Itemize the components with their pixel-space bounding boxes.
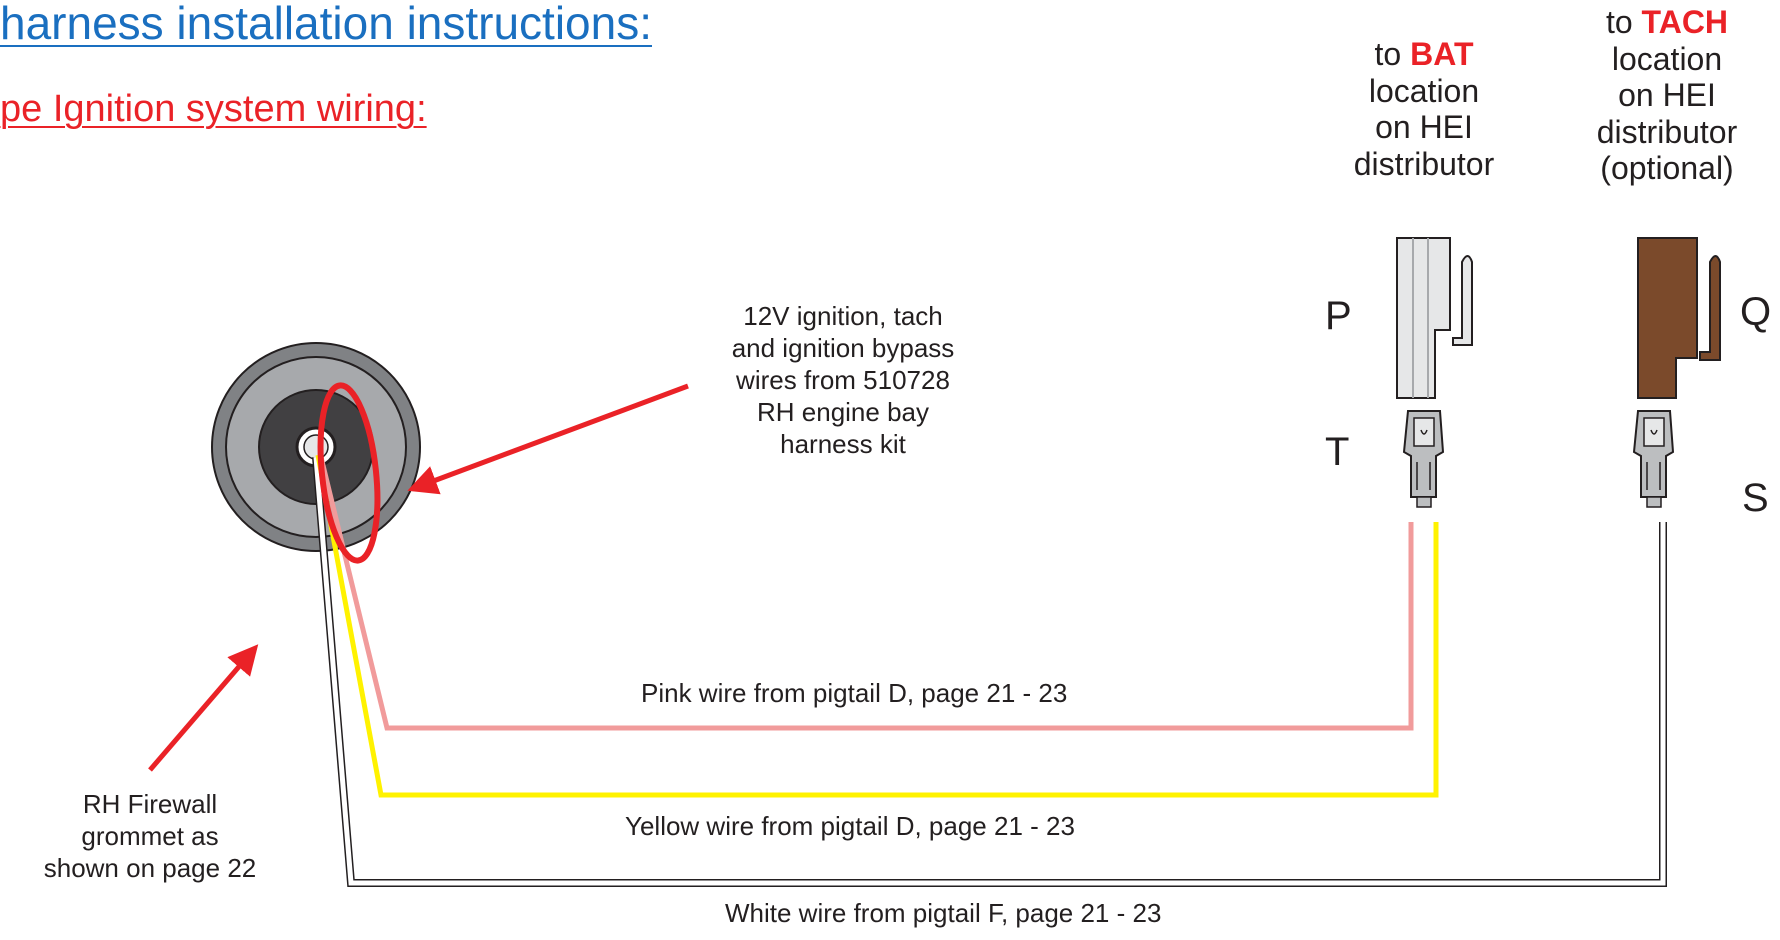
dest-prefix: to [1605, 4, 1642, 40]
dest-line: location [1611, 40, 1723, 77]
wire-highlight-ellipse [317, 382, 381, 564]
section-subtitle: pe Ignition system wiring: [0, 88, 427, 130]
tach-connector [1637, 237, 1721, 399]
white-wire [312, 456, 1667, 887]
white-wire-label: White wire from pigtail F, page 21 - 23 [725, 898, 1162, 928]
callout-line: RH Firewall [82, 789, 218, 819]
page-title: harness installation instructions: [0, 0, 652, 49]
yellow-wire [315, 454, 1439, 798]
firewall-grommet [211, 342, 421, 552]
harness-wires-callout: 12V ignition, tach and ignition bypass w… [713, 300, 973, 460]
callout-line: shown on page 22 [43, 853, 257, 883]
dest-line: distributor [1353, 145, 1495, 182]
grommet-arrow [148, 644, 259, 772]
t-terminal [1402, 410, 1445, 508]
callout-line: and ignition bypass [731, 333, 955, 363]
yellow-wire-label: Yellow wire from pigtail D, page 21 - 23 [625, 811, 1075, 841]
connector-letter-q: Q [1740, 290, 1772, 334]
bat-highlight: BAT [1410, 36, 1474, 72]
harness-arrow [407, 383, 689, 495]
bat-connector [1396, 237, 1473, 399]
callout-line: RH engine bay [757, 397, 929, 427]
dest-line: on HEI [1375, 109, 1473, 145]
dest-line: location [1368, 72, 1480, 109]
tach-highlight: TACH [1641, 4, 1729, 40]
callout-line: 12V ignition, tach [743, 301, 943, 331]
s-terminal [1632, 410, 1675, 508]
pink-wire [317, 452, 1414, 731]
connector-letter-s: S [1742, 476, 1769, 520]
callout-line: harness kit [780, 429, 906, 459]
connector-letter-t: T [1325, 430, 1350, 474]
dest-line: (optional) [1600, 150, 1734, 186]
pink-wire-label: Pink wire from pigtail D, page 21 - 23 [641, 678, 1068, 708]
grommet-callout: RH Firewall grommet as shown on page 22 [20, 788, 280, 884]
callout-line: wires from 510728 [736, 365, 950, 395]
dest-line: distributor [1596, 113, 1738, 150]
dest-line: on HEI [1618, 77, 1716, 113]
tach-destination-label: to TACH location on HEI distributor (opt… [1572, 4, 1762, 187]
dest-prefix: to [1374, 36, 1411, 72]
bat-destination-label: to BAT location on HEI distributor [1334, 36, 1514, 182]
connector-letter-p: P [1325, 294, 1352, 338]
callout-line: grommet as [81, 821, 219, 851]
